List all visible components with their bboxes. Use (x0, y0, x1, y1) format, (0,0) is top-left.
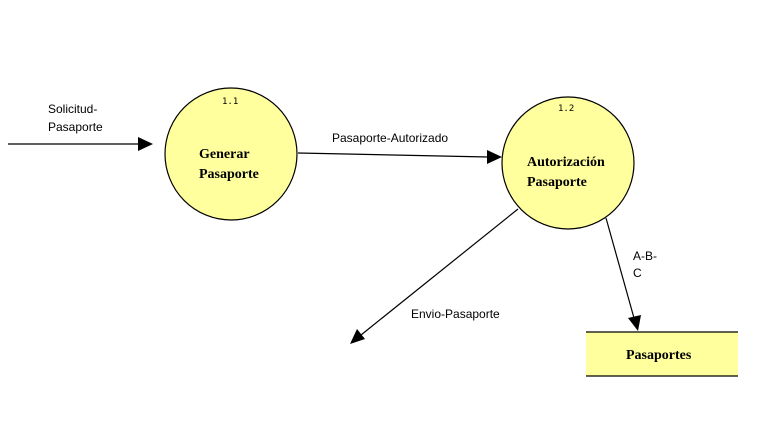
process-number: 1.1 (222, 97, 238, 107)
process-generar-pasaporte[interactable]: 1.1 Generar Pasaporte (164, 87, 298, 221)
arrowhead-icon (350, 329, 365, 344)
process-label-line2: Pasaporte (199, 167, 259, 182)
flow-label: Envio-Pasaporte (411, 307, 500, 321)
store-fill (586, 332, 738, 376)
data-store-pasaportes[interactable]: Pasaportes (586, 331, 738, 377)
flow-label-line2: Pasaporte (48, 120, 103, 134)
process-label-line1: Generar (199, 147, 250, 162)
process-label-line2: Pasaporte (527, 175, 587, 190)
flow-label-line1: Solicitud- (48, 102, 97, 116)
store-label: Pasaportes (626, 348, 692, 363)
flow-a-b-c: A-B- C (605, 217, 657, 331)
process-label-line1: Autorización (527, 155, 605, 170)
flow-pasaporte-autorizado: Pasaporte-Autorizado (297, 131, 502, 164)
process-autorizacion-pasaporte[interactable]: 1.2 Autorización Pasaporte (501, 96, 635, 230)
flow-line (605, 217, 635, 319)
flow-label: Pasaporte-Autorizado (332, 131, 448, 145)
flow-solicitud-pasaporte: Solicitud- Pasaporte (8, 102, 153, 151)
process-circle (164, 87, 298, 221)
flow-label-line1: A-B- (633, 249, 657, 263)
flow-label-line2: C (633, 266, 642, 280)
flow-line (297, 152, 489, 158)
flow-envio-pasaporte: Envio-Pasaporte (350, 208, 519, 344)
process-circle (501, 96, 635, 230)
flow-line (360, 208, 519, 336)
arrowhead-icon (138, 137, 153, 151)
arrowhead-icon (487, 150, 502, 164)
arrowhead-icon (628, 315, 641, 331)
process-number: 1.2 (558, 104, 574, 114)
